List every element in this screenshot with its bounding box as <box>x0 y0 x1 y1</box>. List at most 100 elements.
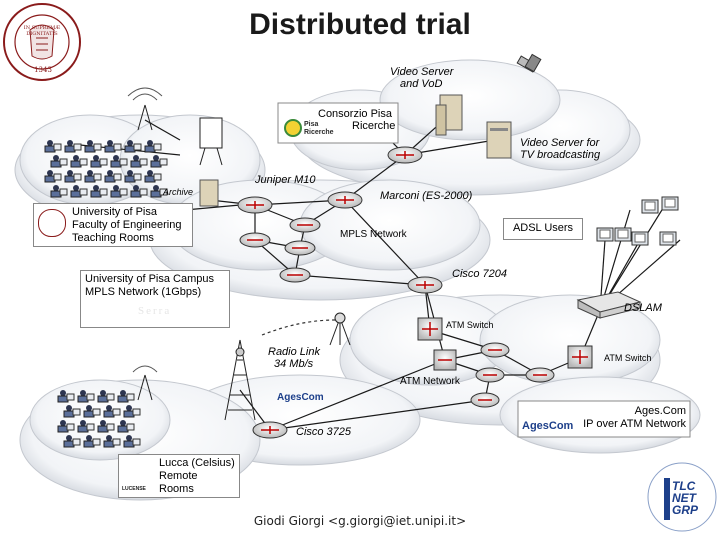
student-user-icon <box>63 435 81 448</box>
router-mpls-1-icon <box>239 232 271 248</box>
agescom-right-line2: IP over ATM Network <box>583 418 686 430</box>
video-server-vod-line1: Video Server <box>390 66 454 78</box>
radio-link-dashes <box>261 319 336 336</box>
student-user-icon <box>84 170 102 183</box>
agescom-right-line1: Ages.Com <box>634 405 686 417</box>
student-user-icon <box>50 155 68 168</box>
tlc-net-grp-logo <box>647 462 717 532</box>
slide-footer: Giodi Giorgi <g.giorgi@iet.unipi.it> <box>253 514 467 528</box>
router-atm-3-icon <box>525 367 555 383</box>
atm-switch-2-label: ATM Switch <box>604 353 652 363</box>
tlc-line1: TLC <box>672 479 696 493</box>
agescom-logo-right: AgesCom <box>522 420 574 432</box>
unipi-engineering-box: University of Pisa Faculty of Engineerin… <box>33 203 193 247</box>
campus-line2: MPLS Network (1Gbps) <box>85 286 202 298</box>
student-user-icon <box>103 405 121 418</box>
router-mpls-3-icon <box>284 240 316 256</box>
student-user-icon <box>124 170 142 183</box>
dslam-label: DSLAM <box>624 302 662 314</box>
tlc-line3: GRP <box>672 503 699 517</box>
unipi-eng-line3: Teaching Rooms <box>72 232 154 244</box>
router-atm-4-icon <box>470 392 500 408</box>
atm-switch-1-label: ATM Switch <box>446 320 494 330</box>
pisa-ricerche-line1: Pisa <box>304 121 319 128</box>
student-user-icon <box>110 185 128 198</box>
server-tv-icon <box>486 121 512 159</box>
router-cisco3725-icon <box>252 421 288 439</box>
student-user-icon <box>110 155 128 168</box>
pisa-ricerche-logo <box>284 119 302 137</box>
student-user-icon <box>90 155 108 168</box>
router-mpls-2-icon <box>289 217 321 233</box>
serra-label: Serra <box>138 305 172 317</box>
radio-tower-icon <box>224 339 256 421</box>
pisa-ricerche-line2: Ricerche <box>304 129 334 136</box>
student-user-icon <box>77 390 95 403</box>
dslam-icon <box>576 291 642 319</box>
mpls-network-label: MPLS Network <box>340 229 407 240</box>
student-user-icon <box>123 435 141 448</box>
video-server-vod-label: Video Server and VoD <box>390 66 453 90</box>
student-user-icon <box>44 140 62 153</box>
server-vod-icon <box>435 94 463 136</box>
campus-line1: University of Pisa Campus <box>85 273 214 285</box>
student-user-icon <box>150 185 168 198</box>
student-user-icon <box>104 140 122 153</box>
antenna-icon <box>329 312 351 346</box>
pisa-ricerche-label: Pisa Ricerche <box>304 121 334 137</box>
adsl-users-box: ADSL Users <box>503 218 583 240</box>
student-user-icon <box>130 185 148 198</box>
student-user-icon <box>144 140 162 153</box>
router-marconi2-icon <box>327 191 363 209</box>
unipi-eng-line2: Faculty of Engineering <box>72 219 182 231</box>
atm-network-label: ATM Network <box>400 376 460 387</box>
student-user-icon <box>83 435 101 448</box>
student-user-icon <box>144 170 162 183</box>
consorzio-line2: Ricerche <box>352 120 396 132</box>
students-group-bottom <box>57 390 141 448</box>
radio-link-line2: 34 Mb/s <box>274 358 314 370</box>
adsl-user-4-icon <box>659 231 677 246</box>
student-user-icon <box>150 155 168 168</box>
university-seal <box>3 3 81 81</box>
tlc-logo-text: TLC NET GRP <box>672 480 698 516</box>
marconi-label: Marconi (ES-2000) <box>380 190 473 202</box>
lucca-line2: Remote Rooms <box>159 470 198 495</box>
adsl-user-6-icon <box>661 196 679 211</box>
student-user-icon <box>44 170 62 183</box>
student-user-icon <box>117 390 135 403</box>
student-user-icon <box>64 170 82 183</box>
routers <box>237 146 555 439</box>
lucca-box: Lucca (Celsius) Remote Rooms <box>118 454 240 498</box>
agescom-logo-small: AgesCom <box>277 392 324 403</box>
satellite-icon <box>516 53 542 73</box>
seal-year: 1343 <box>34 66 52 74</box>
adsl-user-3-icon <box>631 231 649 246</box>
video-server-tv-line1: Video Server for <box>520 137 600 149</box>
campus-box: University of Pisa Campus MPLS Network (… <box>80 270 230 328</box>
cisco7204-label: Cisco 7204 <box>452 268 508 280</box>
video-server-vod-line2: and VoD <box>400 78 443 90</box>
video-server-tv-label: Video Server for TV broadcasting <box>520 137 600 161</box>
cisco3725-label: Cisco 3725 <box>296 426 352 438</box>
projector-screen-icon <box>199 117 223 166</box>
student-user-icon <box>90 185 108 198</box>
router-atm-1-icon <box>480 342 510 358</box>
consorzio-label: Consorzio Pisa Ricerche <box>318 108 395 132</box>
video-server-tv-line2: TV broadcasting <box>520 149 601 161</box>
radio-link-label: Radio Link 34 Mb/s <box>268 346 320 370</box>
antenna-top-icon <box>127 87 163 131</box>
router-mpls-4-icon <box>279 267 311 283</box>
student-user-icon <box>130 155 148 168</box>
slide-title: Distributed trial <box>249 8 471 41</box>
student-user-icon <box>117 420 135 433</box>
router-atm-2-icon <box>475 367 505 383</box>
agescom-right-label: Ages.Com IP over ATM Network <box>578 405 686 431</box>
unipi-eng-line1: University of Pisa <box>72 206 157 218</box>
student-user-icon <box>97 420 115 433</box>
lucense-label: LUCENSE <box>122 486 146 492</box>
student-user-icon <box>64 140 82 153</box>
student-user-icon <box>103 435 121 448</box>
atm-switches <box>417 317 593 371</box>
student-user-icon <box>124 140 142 153</box>
